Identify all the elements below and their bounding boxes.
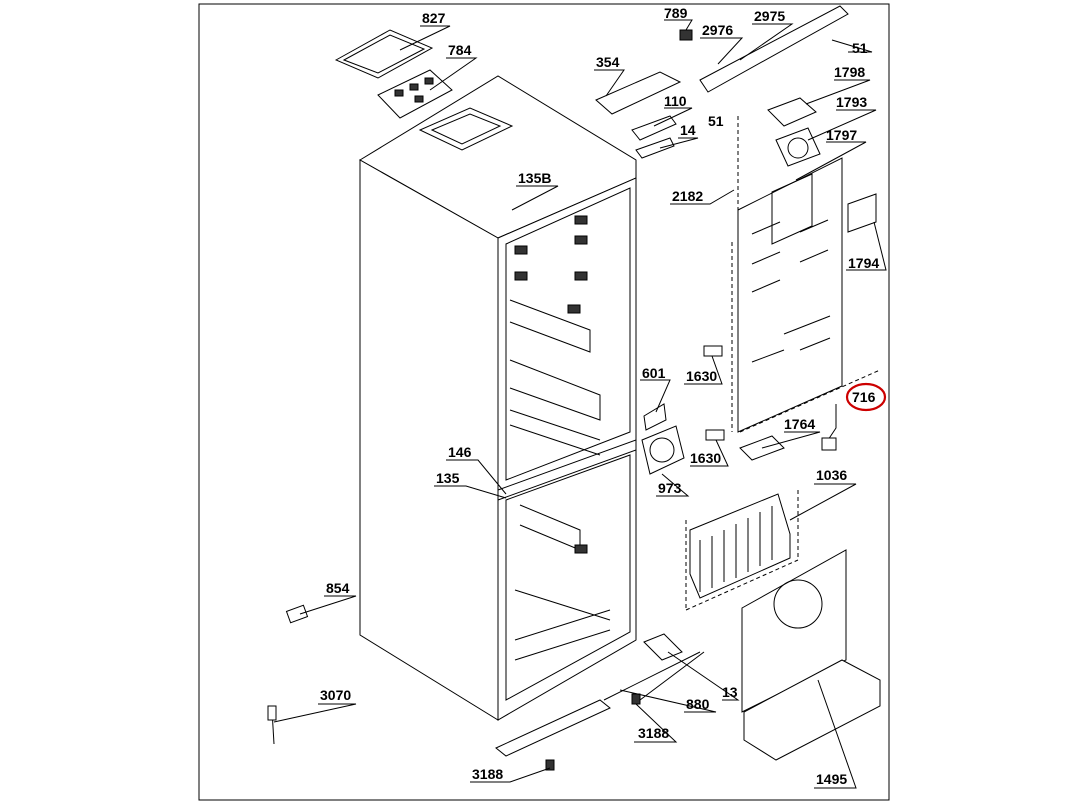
label-1630-lower: 1630 <box>690 450 721 466</box>
part-784-control-board <box>377 69 453 119</box>
label-13: 13 <box>722 684 738 700</box>
label-1630-upper: 1630 <box>686 368 717 384</box>
label-135: 135 <box>436 470 460 486</box>
part-880-rod <box>603 651 701 701</box>
part-789-clip <box>679 29 693 41</box>
part-13-hinge <box>639 633 705 701</box>
label-1793: 1793 <box>836 94 867 110</box>
label-601: 601 <box>642 365 666 381</box>
label-1794: 1794 <box>848 255 879 271</box>
part-354-cover <box>595 71 682 115</box>
label-784: 784 <box>448 42 472 58</box>
label-2182: 2182 <box>672 188 703 204</box>
dashed-guide-lines <box>685 116 881 611</box>
label-2975: 2975 <box>754 8 785 24</box>
label-854: 854 <box>326 580 350 596</box>
label-1036: 1036 <box>816 467 847 483</box>
label-354: 354 <box>596 54 620 70</box>
part-14-hinge <box>635 137 675 159</box>
part-labels: 827 784 789 2976 2975 51 354 110 51 14 1… <box>320 5 879 787</box>
label-880: 880 <box>686 696 710 712</box>
label-3188-upper: 3188 <box>638 725 669 741</box>
fridge-cabinet <box>359 75 637 721</box>
label-1764: 1764 <box>784 416 815 432</box>
label-51-right: 51 <box>852 40 868 56</box>
label-716: 716 <box>852 389 876 405</box>
part-1630-clip-upper <box>703 345 723 357</box>
label-789: 789 <box>664 5 688 21</box>
part-854-foot <box>285 604 309 624</box>
part-2182-evaporator-cover <box>737 157 843 433</box>
part-716-sensor <box>821 404 837 451</box>
label-14: 14 <box>680 122 696 138</box>
part-1495-back-cover <box>741 549 881 761</box>
part-827-cover <box>334 29 434 79</box>
highlight-circle-716 <box>845 382 887 412</box>
part-1793-fan <box>775 127 821 167</box>
label-827: 827 <box>422 10 446 26</box>
label-973: 973 <box>658 480 682 496</box>
part-bottom-rail <box>495 699 611 757</box>
label-1798: 1798 <box>834 64 865 80</box>
label-51-left: 51 <box>708 113 724 129</box>
part-601-bracket <box>643 403 667 431</box>
label-146: 146 <box>448 444 472 460</box>
label-135B: 135B <box>518 170 551 186</box>
label-3188-lower: 3188 <box>472 766 503 782</box>
label-1495: 1495 <box>816 771 847 787</box>
label-110: 110 <box>664 93 687 109</box>
part-1630-clip-lower <box>705 429 725 441</box>
part-3070-tool <box>267 705 277 745</box>
part-2975-rail <box>699 5 849 93</box>
label-2976: 2976 <box>702 22 733 38</box>
label-3070: 3070 <box>320 687 351 703</box>
part-110-bracket <box>631 115 677 141</box>
part-973-fan-motor <box>641 425 685 475</box>
leader-lines <box>273 19 887 789</box>
part-3188-screw-lower <box>545 759 555 771</box>
part-1794-panel <box>847 193 877 233</box>
label-1797: 1797 <box>826 127 857 143</box>
part-3188-screw-upper <box>631 693 641 705</box>
part-1036-condenser <box>689 493 791 599</box>
part-top-housing <box>418 107 514 151</box>
part-1798-frame <box>767 97 817 127</box>
